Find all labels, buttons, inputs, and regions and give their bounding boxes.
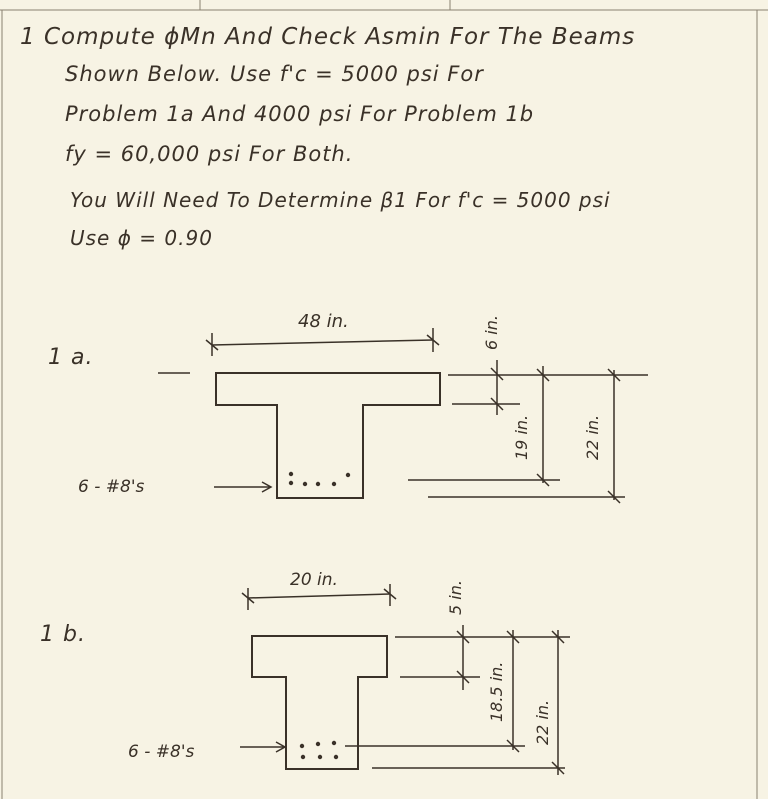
- beam-1a-effective-depth-label: 19 in.: [512, 415, 531, 460]
- beam-1a-section: [215, 372, 441, 499]
- problem-line-4: fy = 60,000 psi For Both.: [65, 142, 354, 166]
- beam-1b-effective-depth-label: 18.5 in.: [487, 662, 506, 722]
- beam-1a-depth-dimensions: [408, 360, 648, 504]
- problem-line-3: Problem 1a And 4000 psi For Problem 1b: [65, 102, 535, 126]
- beam-1a-rebar-arrow: [214, 481, 273, 493]
- problem-1a-label: 1 a.: [48, 345, 94, 370]
- beam-1a-width-label: 48 in.: [298, 311, 349, 332]
- beam-1b-depth-dimensions: [345, 625, 570, 775]
- beam-1a-total-depth-label: 22 in.: [583, 415, 602, 460]
- problem-line-6: Use ϕ = 0.90: [70, 226, 213, 250]
- beam-1b-section: [251, 635, 388, 770]
- beam-1b-width-label: 20 in.: [290, 570, 338, 590]
- problem-1b-label: 1 b.: [40, 622, 86, 647]
- problem-line-1: 1 Compute ϕMn And Check Asmin For The Be…: [20, 24, 636, 50]
- problem-line-2: Shown Below. Use f'c = 5000 psi For: [65, 62, 484, 86]
- beam-1b-rebar-label: 6 - #8's: [128, 742, 194, 762]
- beam-1b-rebar-dots: [299, 740, 339, 760]
- beam-1b-width-dimension: [241, 584, 397, 610]
- beam-1b-flange-depth-label: 5 in.: [446, 580, 465, 615]
- beam-1a-rebar-label: 6 - #8's: [78, 477, 144, 497]
- problem-line-5: You Will Need To Determine β1 For f'c = …: [70, 188, 611, 212]
- beam-1b-total-depth-label: 22 in.: [533, 700, 552, 745]
- beam-1b-rebar-arrow: [240, 741, 287, 753]
- beam-1a-rebar-dots: [288, 471, 351, 487]
- beam-1a-flange-depth-label: 6 in.: [482, 315, 501, 350]
- beam-1a-width-dimension: [205, 328, 440, 356]
